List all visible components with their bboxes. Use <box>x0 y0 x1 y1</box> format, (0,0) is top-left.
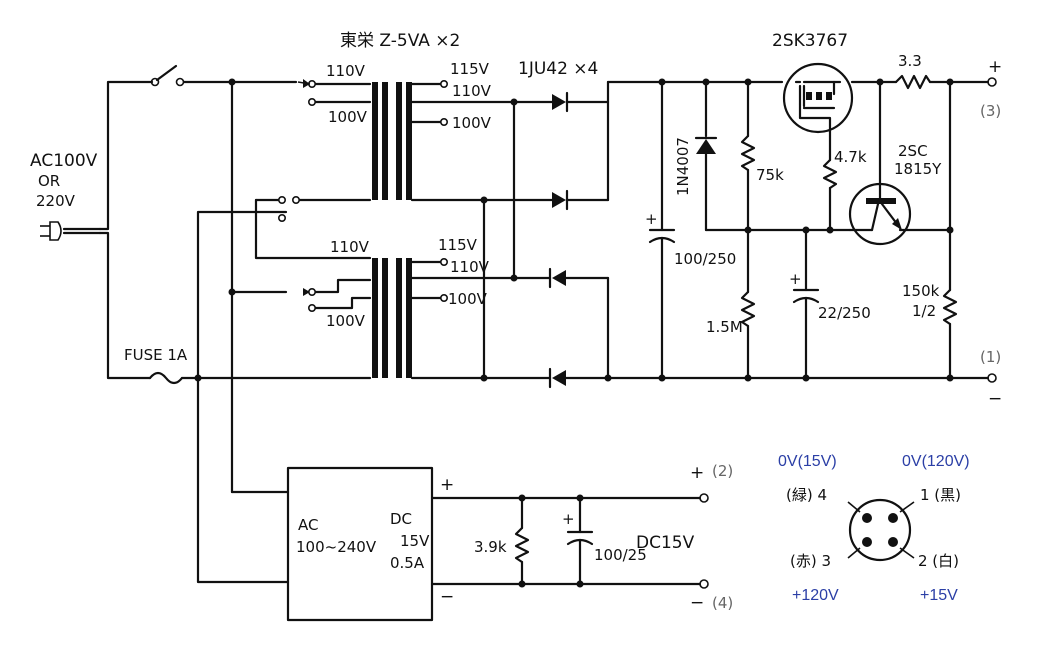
transformer-label: 東栄 Z-5VA ×2 <box>340 31 460 51</box>
hv-terminals: + (3) (1) − <box>980 57 1002 409</box>
pin4-top-label: 0V(15V) <box>778 453 837 470</box>
sec-115-label-b: 115V <box>438 236 478 254</box>
bleeder-resistor: 150k 1/2 <box>902 80 958 380</box>
cap-main-label: 100/250 <box>674 250 736 268</box>
term-minus-1: − <box>988 389 1002 409</box>
r-4k7-label: 4.7k <box>834 148 867 166</box>
power-switch <box>150 64 234 87</box>
term-3-label: (3) <box>980 102 1001 120</box>
gate-divider: 75k 1.5M <box>704 80 852 380</box>
r-150k-label-2: 1/2 <box>912 302 936 320</box>
dcdc-dc-1: DC <box>390 510 412 528</box>
term-plus-2: + <box>690 463 704 483</box>
lv-terminals: + (2) − (4) <box>690 462 733 613</box>
r-75k-label: 75k <box>756 166 784 184</box>
term-4-label: (4) <box>712 594 733 612</box>
mains-or-label: OR <box>38 172 60 190</box>
dcdc-plus: + <box>440 475 454 495</box>
mains-plug-icon <box>40 221 102 241</box>
term-2-label: (2) <box>712 462 733 480</box>
sec-110-label-b: 110V <box>450 258 490 276</box>
mains-alt-label: 220V <box>36 192 76 210</box>
cap-100-25-label: 100/25 <box>594 546 647 564</box>
tap-100-label-b: 100V <box>326 312 366 330</box>
dcdc-dc-2: 15V <box>400 532 430 550</box>
r-series-label: 3.3 <box>898 52 922 70</box>
r-3k9-label: 3.9k <box>474 538 507 556</box>
sec-110-label-a: 110V <box>452 82 492 100</box>
bridge-rectifier: 1JU42 ×4 <box>482 59 612 389</box>
mains-input-label: AC100V <box>30 151 98 171</box>
fuse-label: FUSE 1A <box>124 346 188 364</box>
transistor: 2SC 1815Y <box>848 80 954 246</box>
term-plus-3: + <box>988 57 1002 77</box>
transistor-label-1: 2SC <box>898 142 928 160</box>
transformer-upper <box>372 82 412 200</box>
dcdc-ac-1: AC <box>298 516 318 534</box>
term-minus-4: − <box>690 593 704 613</box>
pin4-label: (緑) 4 <box>786 486 827 504</box>
transformer-lower <box>372 258 412 378</box>
pin3-label: (赤) 3 <box>790 552 831 570</box>
pin1-top-label: 0V(120V) <box>902 453 970 470</box>
gate-resistor: 4.7k <box>822 148 867 232</box>
dcdc-dc-3: 0.5A <box>390 554 425 572</box>
pin3-bottom-label: +120V <box>792 587 839 604</box>
mains-input: AC100V OR 220V <box>30 80 154 380</box>
protection-diode: 1N4007 <box>674 80 718 232</box>
secondary-wiring: 115V 110V 100V 115V 110V 100V <box>410 60 516 382</box>
r-150k-label-1: 150k <box>902 282 940 300</box>
sec-100-label-b: 100V <box>448 290 488 308</box>
pin2-bottom-label: +15V <box>920 587 958 604</box>
sec-115-label-a: 115V <box>450 60 490 78</box>
protect-diode-label: 1N4007 <box>674 137 692 196</box>
dcdc-ac-2: 100~240V <box>296 538 377 556</box>
cap100-plus-sign: + <box>562 510 575 528</box>
bridge-diodes-label: 1JU42 ×4 <box>518 59 598 79</box>
term-1-label: (1) <box>980 348 1001 366</box>
mosfet-label: 2SK3767 <box>772 31 848 51</box>
tap-110-label-a: 110V <box>326 62 366 80</box>
lv-capacitor: + 100/25 <box>562 496 647 586</box>
transistor-label-2: 1815Y <box>894 160 942 178</box>
mosfet: 2SK3767 <box>772 31 898 162</box>
primary-wiring: 110V 100V 110V 100V <box>194 62 372 584</box>
lv-load-resistor: 3.9k <box>474 496 530 586</box>
dcdc-minus: − <box>440 587 454 607</box>
pin2-label: 2 (白) <box>918 552 959 570</box>
cap-plus-sign: + <box>645 210 658 228</box>
gate-capacitor: + 22/250 <box>789 228 871 380</box>
dc15-label: DC15V <box>636 533 695 553</box>
dcdc-module: AC 100~240V DC 15V 0.5A + − <box>286 466 702 622</box>
connector-pinout: 0V(15V) 0V(120V) (緑) 4 1 (黒) (赤) 3 2 (白)… <box>778 453 970 604</box>
connector-body-icon <box>848 498 912 562</box>
main-filter-capacitor: + 100/250 <box>645 80 736 380</box>
cap22-plus-sign: + <box>789 270 802 288</box>
tap-100-label-a: 100V <box>328 108 368 126</box>
sec-100-label-a: 100V <box>452 114 492 132</box>
tap-110-label-b: 110V <box>330 238 370 256</box>
r-1m5-label: 1.5M <box>706 318 743 336</box>
cap-22-label: 22/250 <box>818 304 871 322</box>
pin1-label: 1 (黒) <box>920 486 961 504</box>
